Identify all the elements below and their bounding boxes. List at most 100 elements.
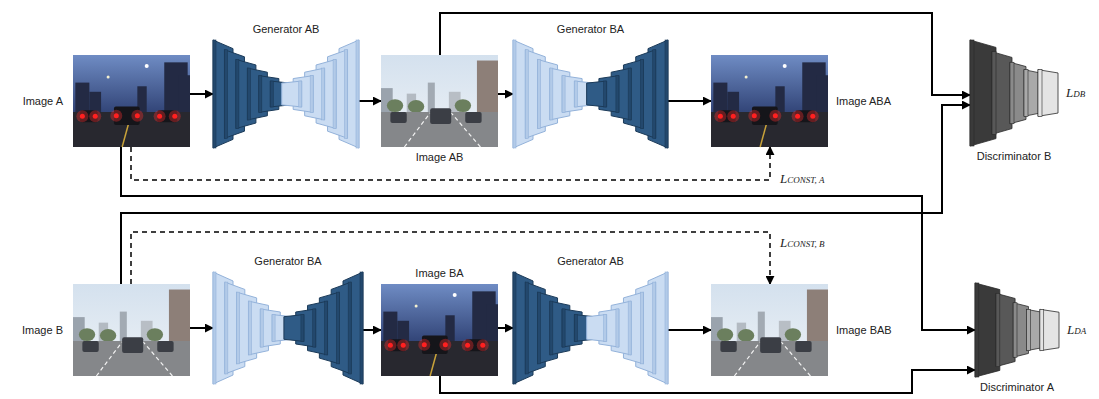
layer-face: [640, 59, 643, 128]
building: [178, 75, 190, 114]
layer-face: [356, 40, 359, 148]
input-image: Image BAB: [711, 284, 828, 376]
light-glow: [418, 339, 430, 351]
flow-arrow: [363, 329, 381, 331]
street-lamp: [453, 293, 457, 297]
layer-face: [336, 292, 339, 364]
light-glow: [792, 110, 804, 122]
tail-light: [752, 113, 757, 118]
generator-network: Generator BA: [213, 272, 363, 384]
layer-face: [628, 301, 631, 355]
building: [807, 290, 828, 343]
building: [477, 61, 498, 114]
network-layer: [1038, 70, 1058, 117]
network-layer: [587, 315, 607, 342]
input-image: Image B: [73, 284, 190, 376]
layer-face: [616, 309, 619, 347]
generator-network: Generator AB: [213, 40, 359, 148]
loss-label: LDB: [1066, 86, 1085, 101]
layer-face: [513, 40, 516, 148]
node-picture: [213, 272, 363, 384]
node-label: Generator BA: [557, 23, 624, 36]
network-layer: [992, 52, 1012, 135]
node-label: Image BA: [415, 267, 463, 280]
street-lamp: [783, 64, 787, 68]
tail-light: [157, 114, 162, 119]
network-layer: [587, 81, 607, 107]
flow-arrow: [498, 327, 513, 329]
tail-light: [480, 343, 485, 348]
node-picture: [975, 283, 1059, 377]
tree: [738, 329, 754, 342]
layer-face: [538, 59, 541, 128]
sky: [711, 284, 828, 376]
light-glow: [439, 339, 451, 351]
layer-face: [270, 81, 273, 107]
node-picture: [513, 272, 668, 384]
network-layer: [970, 40, 996, 146]
layer-face: [513, 272, 516, 384]
layer-face: [322, 68, 325, 120]
loss-label: LCONST, A: [778, 172, 826, 187]
consistency-loss-arrow: [131, 232, 770, 284]
node-picture: [381, 284, 498, 376]
layer-face: [213, 272, 216, 384]
discriminator-network: Discriminator BLDB: [970, 40, 1058, 146]
flow-arrow: [668, 100, 711, 102]
light-glow: [110, 110, 122, 122]
layer-face: [213, 40, 216, 148]
building: [75, 83, 89, 114]
tree: [785, 328, 801, 341]
light-glow: [748, 110, 760, 122]
lane-line: [404, 113, 430, 147]
layer-face: [313, 309, 316, 347]
tree: [408, 100, 424, 113]
car: [82, 341, 98, 352]
node-label: Image B: [22, 324, 63, 337]
light-glow: [462, 339, 474, 351]
discriminator-network: Discriminator ALDA: [975, 283, 1059, 377]
layer-face: [665, 272, 668, 384]
layer-face: [345, 50, 348, 139]
layer-face: [348, 282, 351, 374]
sky: [381, 284, 498, 376]
layer-face: [236, 59, 239, 128]
layer-face: [360, 272, 363, 384]
layer-face: [562, 309, 565, 347]
tail-light: [93, 114, 98, 119]
layer-face: [616, 76, 619, 113]
node-label: Image BAB: [836, 324, 892, 337]
network-layer: [284, 315, 304, 342]
car: [430, 108, 451, 124]
consistency-loss-arrow: [131, 147, 770, 180]
layer-face: [574, 315, 577, 342]
layer-face: [525, 50, 528, 139]
generator-network: Generator BA: [513, 40, 668, 148]
layer-face: [996, 293, 1000, 366]
node-picture: [73, 284, 190, 376]
tail-light: [443, 342, 448, 347]
generator-network: Generator AB: [513, 272, 668, 384]
layer-face: [1038, 70, 1042, 117]
layer-face: [1027, 309, 1031, 350]
layer-face: [628, 68, 631, 120]
layer-face: [1040, 309, 1044, 350]
light-glow: [76, 110, 88, 122]
node-picture: [513, 40, 668, 148]
lane-line: [96, 342, 122, 376]
tail-light: [172, 114, 177, 119]
layer-face: [247, 68, 250, 120]
input-image: Image BA: [381, 284, 498, 376]
light-glow: [769, 110, 781, 122]
layer-face: [525, 282, 528, 374]
layer-face: [325, 301, 328, 355]
node-label: Discriminator B: [977, 150, 1052, 163]
light-glow: [727, 110, 739, 122]
building: [486, 304, 498, 343]
building: [383, 312, 397, 343]
car: [122, 337, 143, 353]
sky: [73, 284, 190, 376]
node-label: Image ABA: [836, 95, 891, 108]
car: [760, 337, 781, 353]
